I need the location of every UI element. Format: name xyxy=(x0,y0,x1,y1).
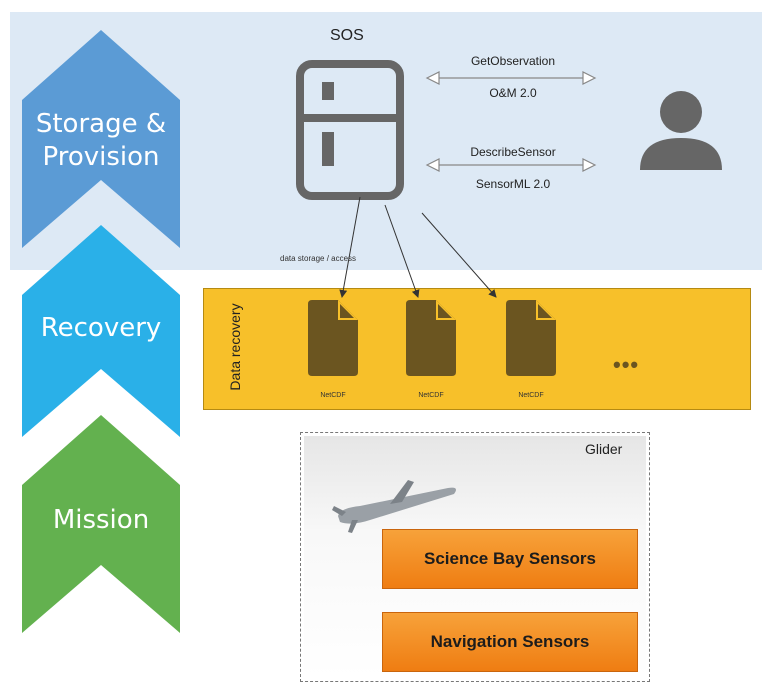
storage-access-label: data storage / access xyxy=(280,254,357,263)
operation-arrows xyxy=(425,71,597,172)
file-icon xyxy=(308,300,358,381)
mission-chevron: Mission xyxy=(22,415,180,633)
more-files-ellipsis: ••• xyxy=(613,352,640,377)
describe-sensor-label: DescribeSensor xyxy=(470,145,556,159)
storage-label-line2: Provision xyxy=(42,142,160,172)
data-recovery-box xyxy=(203,288,751,410)
user-icon xyxy=(638,88,724,175)
om-label: O&M 2.0 xyxy=(489,86,537,100)
file-label: NetCDF xyxy=(320,392,346,399)
glider-title: Glider xyxy=(585,441,623,457)
data-recovery-label: Data recovery xyxy=(227,303,243,391)
sensorml-label: SensorML 2.0 xyxy=(475,177,551,191)
storage-provision-chevron: Storage & Provision xyxy=(22,30,180,248)
storage-label-line1: Storage & xyxy=(35,109,167,139)
file-icon xyxy=(506,300,556,381)
file-label: NetCDF xyxy=(518,392,544,399)
glider-icon xyxy=(330,476,462,539)
mission-label: Mission xyxy=(52,505,150,535)
science-bay-sensors-box: Science Bay Sensors xyxy=(382,529,638,589)
storage-access-arrows xyxy=(339,196,497,298)
recovery-chevron: Recovery xyxy=(22,225,180,437)
file-icon xyxy=(406,300,456,381)
navigation-sensors-box: Navigation Sensors xyxy=(382,612,638,672)
get-observation-label: GetObservation xyxy=(470,54,556,68)
file-label: NetCDF xyxy=(418,392,444,399)
recovery-label: Recovery xyxy=(40,313,162,343)
sos-title: SOS xyxy=(330,27,364,44)
server-icon xyxy=(296,60,404,205)
